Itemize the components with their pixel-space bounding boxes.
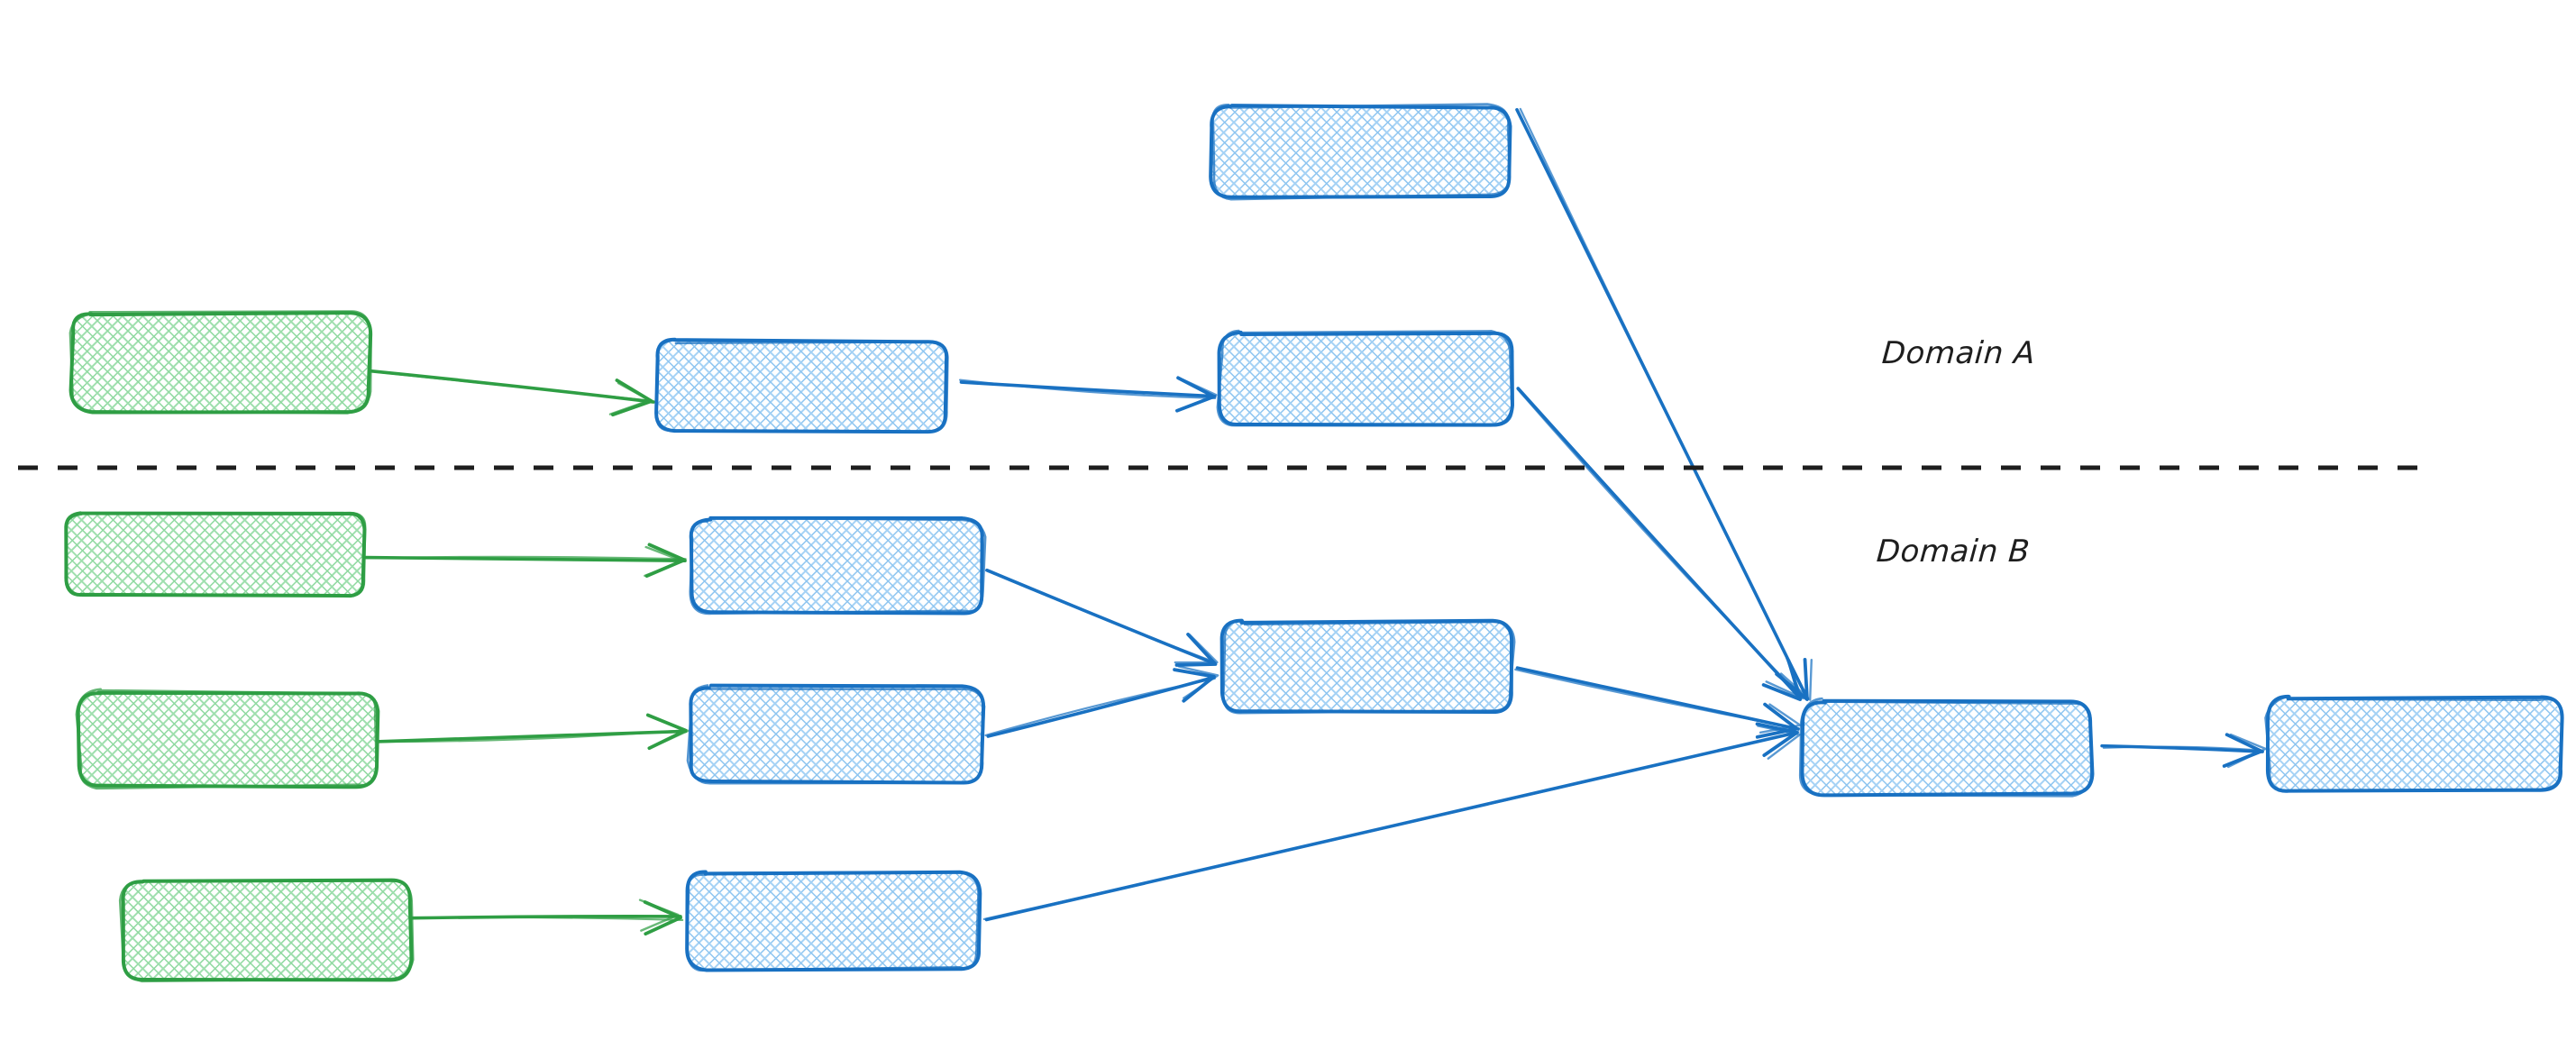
edge-shaft [985, 570, 1217, 664]
node-outline [1222, 619, 1516, 715]
edge-e9 [984, 665, 1219, 738]
edge-arrowhead [1174, 633, 1218, 667]
edge-shaft [959, 379, 1217, 399]
edge-e2 [959, 376, 1218, 413]
edge-shaft [359, 369, 652, 402]
node-fill-cross [690, 519, 982, 613]
edge-e12 [2100, 733, 2267, 769]
node-outline [655, 339, 949, 433]
edge-shaft [1514, 668, 1801, 730]
domain-b-label: Domain B [1875, 534, 2032, 570]
edge-shaft [361, 555, 687, 561]
edge-arrowhead [1177, 665, 1219, 699]
node-fill-cross [123, 881, 411, 979]
node-b-src-3[interactable] [118, 878, 415, 983]
node-outline [75, 688, 378, 790]
edge-shaft [2102, 745, 2263, 752]
node-b-output[interactable] [2264, 694, 2564, 793]
edge-shaft [1516, 388, 1804, 700]
node-outline [689, 516, 987, 616]
node-a-src-1[interactable] [69, 310, 373, 415]
edge-shaft [1519, 107, 1809, 699]
edge-arrowhead [1174, 633, 1219, 664]
node-outline [685, 871, 980, 972]
node-outline [64, 511, 367, 597]
node-fill-cross [690, 687, 982, 782]
node-fill-cross [67, 514, 364, 595]
edge-e4 [1516, 387, 1804, 701]
node-fill-cross [656, 341, 946, 431]
node-a-proc-1[interactable] [654, 337, 949, 434]
edge-arrowhead [1173, 668, 1216, 703]
edge-e6 [374, 713, 690, 751]
node-outline [1219, 618, 1514, 715]
node-fill-cross [72, 314, 370, 411]
edge-arrowhead [2227, 733, 2267, 769]
node-b-merge[interactable] [1219, 618, 1516, 715]
edge-e3 [1515, 107, 1813, 701]
node-fill-cross [1222, 622, 1512, 712]
node-a-proc-2[interactable] [1216, 329, 1514, 427]
nodes-layer [64, 103, 2564, 983]
edge-arrowhead [644, 545, 685, 578]
edge-arrowhead [638, 898, 680, 932]
edge-arrowhead [1765, 657, 1804, 699]
edge-e11 [982, 722, 1802, 922]
node-b-src-1[interactable] [64, 511, 367, 598]
edge-shaft [377, 729, 684, 743]
node-outline [1798, 697, 2093, 798]
node-outline [1216, 329, 1513, 427]
node-b-sink[interactable] [1798, 697, 2095, 798]
edge-arrowhead [610, 379, 653, 417]
node-b-src-2[interactable] [75, 688, 380, 790]
edge-arrowhead [608, 381, 651, 415]
node-outline [118, 879, 415, 983]
node-b-proc-3[interactable] [685, 870, 982, 972]
node-fill-cross [2268, 698, 2562, 791]
node-outline [2264, 695, 2564, 792]
edge-e1 [359, 369, 655, 417]
node-fill-cross [1211, 106, 1509, 196]
node-outline [69, 310, 372, 415]
edge-e5 [361, 543, 687, 578]
node-b-proc-2[interactable] [686, 683, 986, 785]
edge-arrowhead [1755, 722, 1799, 757]
node-b-proc-1[interactable] [689, 515, 987, 616]
edge-e8 [985, 568, 1219, 667]
edge-shaft [984, 677, 1216, 737]
node-outline [1211, 103, 1512, 201]
edge-arrowhead [1779, 659, 1813, 701]
edge-shaft [982, 731, 1800, 920]
edge-arrowhead [652, 716, 690, 748]
node-a-top[interactable] [1209, 103, 1512, 201]
edge-arrowhead [1755, 702, 1799, 739]
edge-arrowhead [1177, 379, 1218, 411]
node-outline [686, 684, 986, 785]
node-fill-cross [79, 692, 377, 786]
domain-a-label: Domain A [1880, 335, 2037, 371]
edge-shaft [408, 916, 684, 922]
edge-e7 [408, 898, 684, 936]
node-fill-cross [1803, 701, 2091, 795]
edges-layer [359, 107, 2267, 936]
node-fill-cross [687, 872, 979, 970]
node-fill-cross [1220, 333, 1512, 425]
